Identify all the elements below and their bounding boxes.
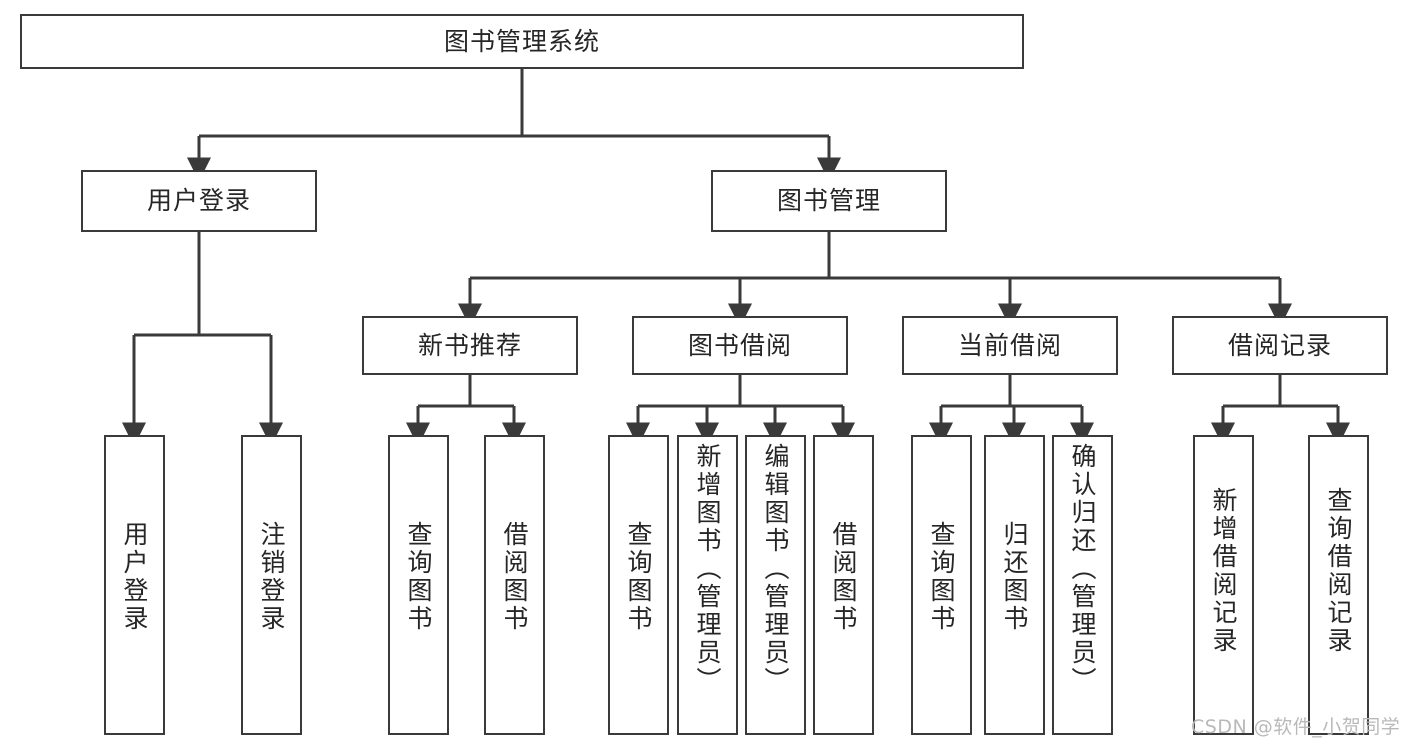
- node-leaf-edit-book-label: 编辑图书（管理员）: [761, 443, 790, 695]
- node-leaf-add-record[interactable]: 新增借阅记录: [1193, 435, 1254, 735]
- node-new-book-rec[interactable]: 新书推荐: [362, 316, 578, 375]
- node-root[interactable]: 图书管理系统: [20, 14, 1024, 69]
- node-leaf-query-book-2[interactable]: 查询图书: [608, 435, 669, 735]
- node-leaf-query-book-2-label: 查询图书: [624, 521, 653, 633]
- node-book-borrow-label: 图书借阅: [687, 330, 792, 360]
- node-leaf-borrow-book-2[interactable]: 借阅图书: [813, 435, 874, 735]
- node-user-login[interactable]: 用户登录: [81, 170, 317, 232]
- node-borrow-record[interactable]: 借阅记录: [1172, 316, 1388, 375]
- node-leaf-borrow-book-1[interactable]: 借阅图书: [484, 435, 545, 735]
- node-user-login-label: 用户登录: [146, 186, 251, 216]
- node-leaf-query-book-3[interactable]: 查询图书: [911, 435, 972, 735]
- node-leaf-query-book-3-label: 查询图书: [927, 521, 956, 633]
- node-leaf-query-book-1-label: 查询图书: [404, 521, 433, 633]
- node-leaf-user-login[interactable]: 用户登录: [104, 435, 165, 735]
- node-leaf-confirm-return[interactable]: 确认归还（管理员）: [1052, 435, 1113, 735]
- watermark: CSDN @软件_小贺同学: [1191, 716, 1401, 738]
- node-leaf-return-book[interactable]: 归还图书: [984, 435, 1045, 735]
- node-leaf-user-logout-label: 注销登录: [257, 521, 286, 633]
- node-leaf-add-book-label: 新增图书（管理员）: [693, 443, 722, 695]
- node-leaf-edit-book[interactable]: 编辑图书（管理员）: [745, 435, 806, 735]
- node-leaf-add-record-label: 新增借阅记录: [1209, 487, 1238, 655]
- node-current-borrow[interactable]: 当前借阅: [902, 316, 1118, 375]
- node-borrow-record-label: 借阅记录: [1227, 330, 1332, 360]
- node-leaf-query-record[interactable]: 查询借阅记录: [1308, 435, 1369, 735]
- node-leaf-confirm-return-label: 确认归还（管理员）: [1068, 443, 1097, 695]
- node-leaf-user-login-label: 用户登录: [120, 521, 149, 633]
- node-book-manage[interactable]: 图书管理: [711, 170, 947, 232]
- node-new-book-rec-label: 新书推荐: [417, 330, 522, 360]
- node-leaf-query-record-label: 查询借阅记录: [1324, 487, 1353, 655]
- node-current-borrow-label: 当前借阅: [957, 330, 1062, 360]
- node-book-borrow[interactable]: 图书借阅: [632, 316, 848, 375]
- node-leaf-query-book-1[interactable]: 查询图书: [388, 435, 449, 735]
- node-leaf-user-logout[interactable]: 注销登录: [241, 435, 302, 735]
- node-leaf-borrow-book-1-label: 借阅图书: [500, 521, 529, 633]
- node-leaf-return-book-label: 归还图书: [1000, 521, 1029, 633]
- node-book-manage-label: 图书管理: [776, 186, 881, 216]
- node-leaf-borrow-book-2-label: 借阅图书: [829, 521, 858, 633]
- node-root-label: 图书管理系统: [443, 26, 600, 56]
- node-leaf-add-book[interactable]: 新增图书（管理员）: [677, 435, 738, 735]
